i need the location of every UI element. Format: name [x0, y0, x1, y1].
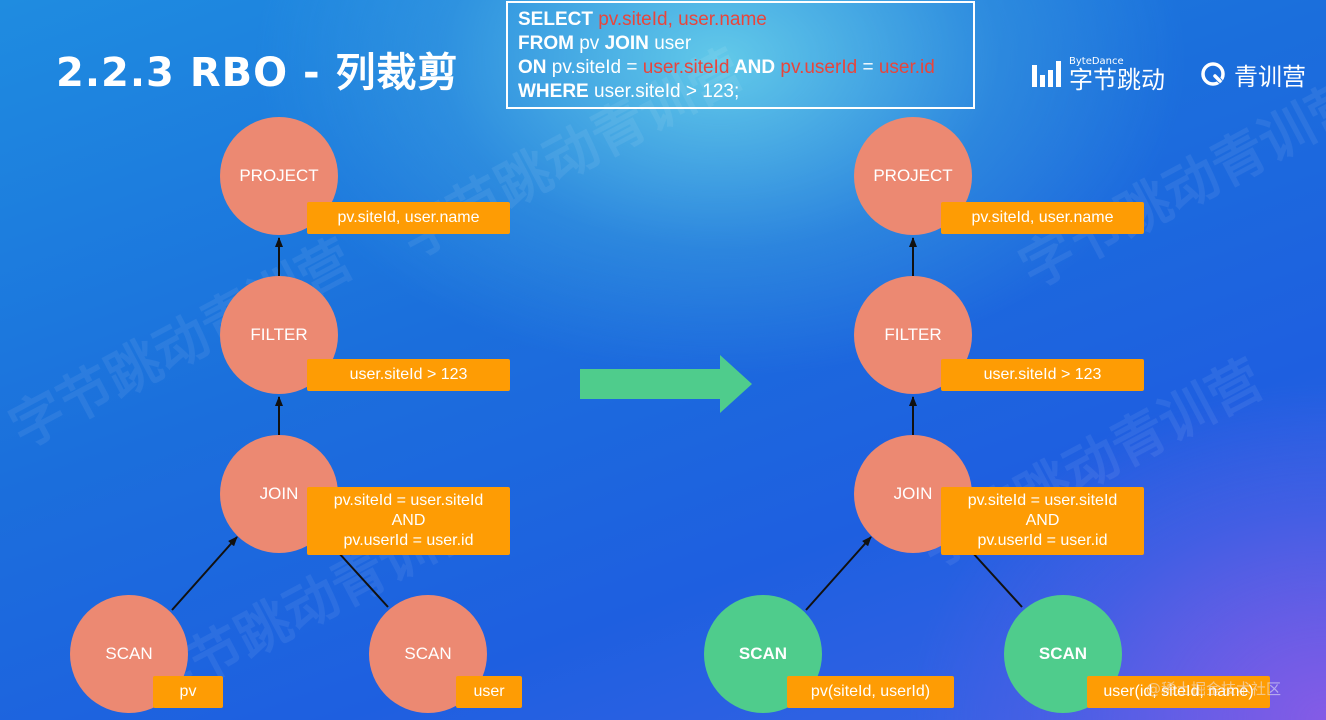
left-project-label: pv.siteId, user.name: [307, 202, 510, 234]
join-condition-line: pv.siteId = user.siteId: [967, 492, 1118, 509]
sql-token: pv: [573, 33, 605, 54]
bytedance-name: 字节跳动: [1069, 65, 1165, 94]
sql-token: user: [648, 33, 692, 54]
node-name: PROJECT: [239, 166, 319, 185]
sql-token: user.id: [878, 57, 935, 78]
left-scan-user-label: user: [456, 676, 522, 708]
left-scan-pv-label: pv: [153, 676, 223, 708]
node-name: PROJECT: [873, 166, 953, 185]
sql-token: =: [857, 57, 879, 78]
node-name: SCAN: [738, 644, 788, 663]
sql-token: user.siteId > 123;: [588, 81, 740, 102]
join-condition-line: pv.userId = user.id: [977, 532, 1108, 549]
edge-left-scanpv-join: [171, 536, 238, 611]
node-name: FILTER: [250, 325, 308, 344]
left-filter-label: user.siteId > 123: [307, 359, 510, 391]
sql-token: FROM: [518, 33, 574, 54]
sql-line-from: FROM pv JOIN user: [518, 32, 963, 56]
sql-token: pv.siteId, user.name: [598, 9, 767, 30]
right-join-label: pv.siteId = user.siteId AND pv.userId = …: [941, 487, 1144, 555]
right-filter-label: user.siteId > 123: [941, 359, 1144, 391]
slide-title: 2.2.3 RBO - 列裁剪: [56, 50, 459, 96]
footer-watermark: @稀土掘金技术社区: [1146, 680, 1282, 698]
node-name: JOIN: [259, 484, 299, 503]
bytedance-logo: ByteDance 字节跳动: [1032, 54, 1165, 94]
sql-line-on: ON pv.siteId = user.siteId AND pv.userId…: [518, 56, 963, 80]
left-join-label: pv.siteId = user.siteId AND pv.userId = …: [307, 487, 510, 555]
camp-name: 青训营: [1234, 62, 1306, 91]
join-condition-line: pv.userId = user.id: [343, 532, 474, 549]
camp-logo-icon: [1201, 62, 1225, 86]
join-condition-line: pv.siteId = user.siteId: [333, 492, 484, 509]
edge-right-scanuser-join: [971, 551, 1023, 608]
bytedance-english-name: ByteDance: [1069, 55, 1124, 67]
node-name: JOIN: [893, 484, 933, 503]
edge-right-scanpv-join: [805, 536, 872, 611]
sql-token: JOIN: [604, 33, 649, 54]
sql-token: ON: [518, 57, 547, 78]
join-condition-line: AND: [391, 512, 426, 529]
sql-token: pv.siteId =: [546, 57, 643, 78]
join-condition-line: AND: [1025, 512, 1060, 529]
sql-token: AND: [729, 57, 781, 78]
transform-arrow: [580, 355, 752, 413]
sql-token: pv.userId: [780, 57, 858, 78]
bytedance-logo-icon: [1032, 61, 1061, 87]
right-scan-user-label: user(id, siteId, name): [1087, 676, 1270, 708]
node-name: SCAN: [1038, 644, 1088, 663]
edge-left-scanuser-join: [337, 551, 389, 608]
right-scan-pv-label: pv(siteId, userId): [787, 676, 954, 708]
sql-token: WHERE: [518, 81, 589, 102]
sql-query-box: SELECT pv.siteId, user.name FROM pv JOIN…: [506, 1, 975, 109]
node-name: SCAN: [404, 644, 452, 663]
sql-token: user.siteId: [642, 57, 730, 78]
node-name: SCAN: [105, 644, 153, 663]
node-name: FILTER: [884, 325, 942, 344]
sql-token: SELECT: [518, 9, 599, 30]
sql-line-select: SELECT pv.siteId, user.name: [518, 8, 963, 32]
right-project-label: pv.siteId, user.name: [941, 202, 1144, 234]
camp-logo: 青训营: [1200, 54, 1306, 94]
sql-line-where: WHERE user.siteId > 123;: [518, 80, 963, 104]
